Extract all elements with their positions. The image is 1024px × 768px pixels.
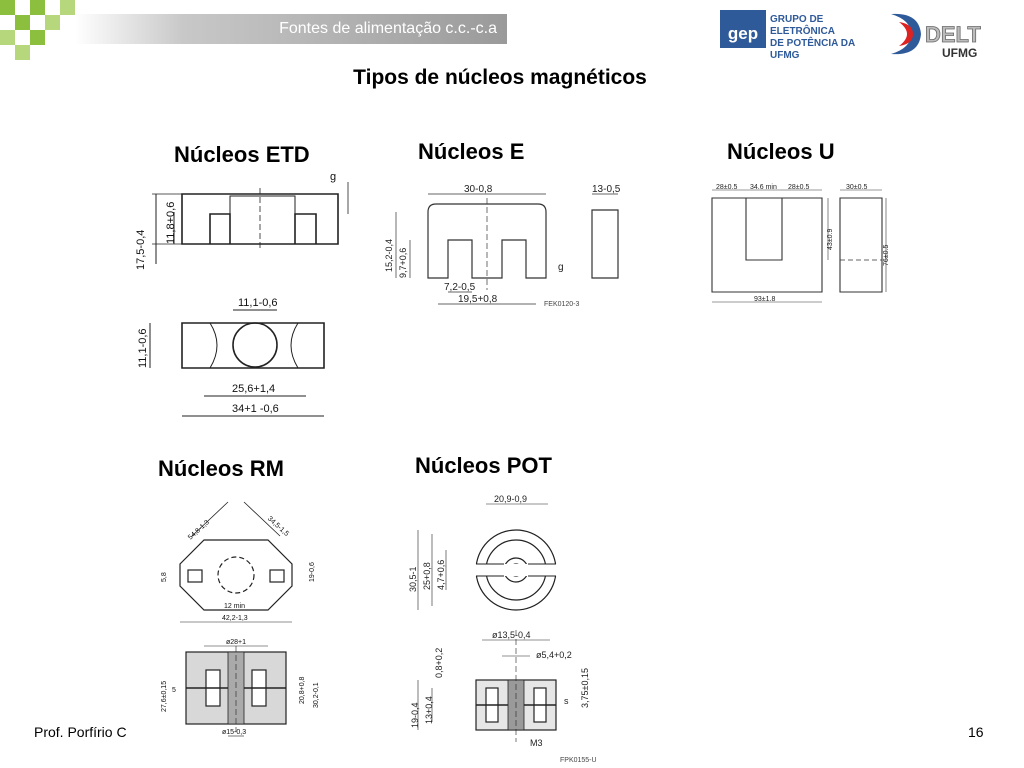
gep-logo-text: gep (727, 24, 759, 43)
pot-figure-code: FPK0155-U (560, 757, 597, 764)
label-pot: Núcleos POT (415, 453, 552, 478)
u-core-drawing: 28±0.5 34.6 min 28±0.5 30±0.5 43±0.9 76±… (711, 184, 890, 303)
rm-dim-10: 30,2-0,1 (313, 682, 320, 708)
pot-dim-9: 19-0,4 (410, 702, 420, 728)
rm-dim-8: 27,6±0,15 (161, 681, 168, 712)
rm-dim-9: 20,8+0,8 (299, 676, 306, 704)
rm-dim-4: 19-0,6 (309, 562, 316, 582)
rm-dim-12: ø15-0,3 (222, 729, 246, 736)
label-etd: Núcleos ETD (174, 142, 310, 167)
e-dim-6: 7,2-0,5 (444, 282, 476, 293)
etd-dim-2: 11,8+0,6 (165, 202, 177, 244)
gep-logo (720, 10, 766, 48)
gep-name-line2: DE POTÊNCIA DA UFMG (770, 38, 855, 61)
pot-dim-3: 25+0,8 (422, 562, 432, 590)
e-dim-4: 9,7+0,6 (398, 248, 408, 278)
pot-dim-1: 20,9-0,9 (494, 494, 527, 504)
checker-logo (0, 0, 75, 60)
delt-logo-text: DELT (925, 22, 981, 47)
e-dim-3: 15,2-0,4 (384, 239, 394, 272)
pot-dim-12: M3 (530, 738, 543, 748)
slide-title: Tipos de núcleos magnéticos (353, 66, 647, 89)
u-dim-1: 28±0.5 (716, 184, 737, 191)
rm-dim-3: 5,8 (161, 572, 168, 582)
pot-dim-10: 13+0,4 (424, 696, 434, 724)
pot-dim-8: 3,75±0,15 (580, 668, 590, 708)
e-dim-7: 19,5+0,8 (458, 294, 498, 305)
u-dim-3: 28±0.5 (788, 184, 809, 191)
etd-core-drawing: 17,5-0,4 11,8+0,6 g 11,1-0,6 11,1-0,6 25… (135, 171, 349, 417)
page-number: 16 (968, 724, 984, 740)
pot-dim-7: 0,8+0,2 (434, 648, 444, 678)
u-dim-4: 30±0.5 (846, 184, 867, 191)
delt-logo: DELT (891, 13, 982, 55)
e-dim-1: 30-0,8 (464, 184, 493, 195)
gep-name-line1: GRUPO DE ELETRÔNICA (770, 14, 835, 37)
pot-dim-5: ø13,5-0,4 (492, 630, 531, 640)
label-e: Núcleos E (418, 139, 525, 164)
rm-dim-6: 42,2-1,3 (222, 615, 248, 622)
rm-core-drawing: 54,8-1,3 34,5-1,5 5,8 19-0,6 12 min 42,2… (161, 501, 320, 737)
label-rm: Núcleos RM (158, 456, 284, 481)
gep-name: GRUPO DE ELETRÔNICA DE POTÊNCIA DA UFMG (770, 14, 880, 62)
pot-dim-11: s (564, 696, 569, 706)
header-title: Fontes de alimentação c.c.-c.a (279, 20, 497, 37)
label-u: Núcleos U (727, 139, 835, 164)
e-dim-2: 13-0,5 (592, 184, 621, 195)
etd-dim-7: 34+1 -0,6 (232, 403, 279, 415)
pot-dim-2: 30,5-1 (408, 566, 418, 592)
etd-dim-1: 17,5-0,4 (135, 230, 147, 270)
pot-dim-4: 4,7+0,6 (436, 560, 446, 590)
etd-dim-4: 11,1-0,6 (137, 328, 149, 368)
header-bar: Fontes de alimentação c.c.-c.a (75, 14, 507, 44)
u-dim-6: 76±0.5 (883, 245, 890, 266)
e-figure-code: FEK0120-3 (544, 301, 580, 308)
u-dim-5: 43±0.9 (827, 229, 834, 250)
e-core-drawing: 30-0,8 13-0,5 15,2-0,4 9,7+0,6 g 7,2-0,5… (384, 184, 621, 308)
etd-dim-6: 25,6+1,4 (232, 383, 275, 395)
u-dim-7: 93±1.8 (754, 296, 775, 303)
footer-author: Prof. Porfírio C (34, 724, 127, 740)
rm-dim-5: 12 min (224, 603, 245, 610)
rm-dim-7: ø28+1 (226, 639, 246, 646)
pot-dim-6: ø5,4+0,2 (536, 650, 572, 660)
ufmg-logo-text: UFMG (942, 46, 978, 60)
pot-core-drawing: 20,9-0,9 30,5-1 25+0,8 4,7+0,6 ø13,5-0,4… (408, 494, 597, 764)
rm-dim-1: 54,8-1,3 (187, 519, 211, 541)
e-dim-5: g (558, 262, 564, 273)
etd-dim-3: g (330, 171, 336, 183)
etd-dim-5: 11,1-0,6 (238, 297, 278, 309)
rm-dim-11: 5 (172, 687, 176, 694)
u-dim-2: 34.6 min (750, 184, 777, 191)
